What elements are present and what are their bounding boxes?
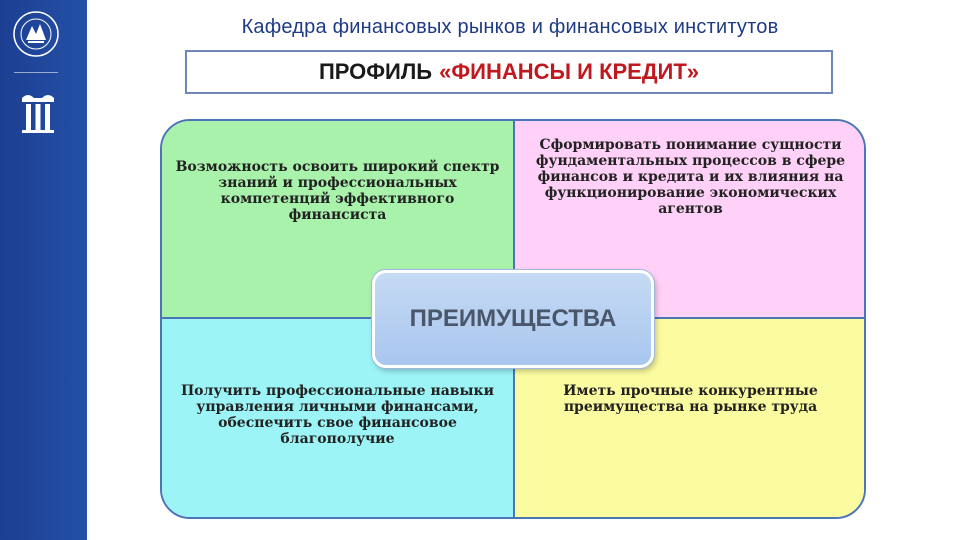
advantage-text: Возможность освоить широкий спектр знани… [175,159,500,223]
sidebar [0,0,87,540]
sidebar-divider [14,72,58,73]
advantages-center-label: ПРЕИМУЩЕСТВА [372,270,654,368]
advantage-top-left: Возможность освоить широкий спектр знани… [162,121,515,319]
advantage-bottom-left: Получить профессиональные навыки управле… [162,319,515,517]
profile-name: «ФИНАНСЫ И КРЕДИТ» [439,59,700,84]
profile-banner: ПРОФИЛЬ «ФИНАНСЫ И КРЕДИТ» [185,50,833,94]
profile-label: ПРОФИЛЬ [318,59,433,84]
column-capital-icon [20,92,56,134]
advantage-bottom-right: Иметь прочные конкурентные преимущества … [515,319,864,517]
advantage-text: Получить профессиональные навыки управле… [180,383,495,447]
department-title: Кафедра финансовых рынков и финансовых и… [241,16,779,38]
advantages-grid: Возможность освоить широкий спектр знани… [160,119,866,519]
advantage-text: Сформировать понимание сущности фундамен… [535,137,846,217]
university-emblem-icon [12,10,60,58]
advantage-top-right: Сформировать понимание сущности фундамен… [515,121,864,319]
advantage-text: Иметь прочные конкурентные преимущества … [563,383,818,415]
